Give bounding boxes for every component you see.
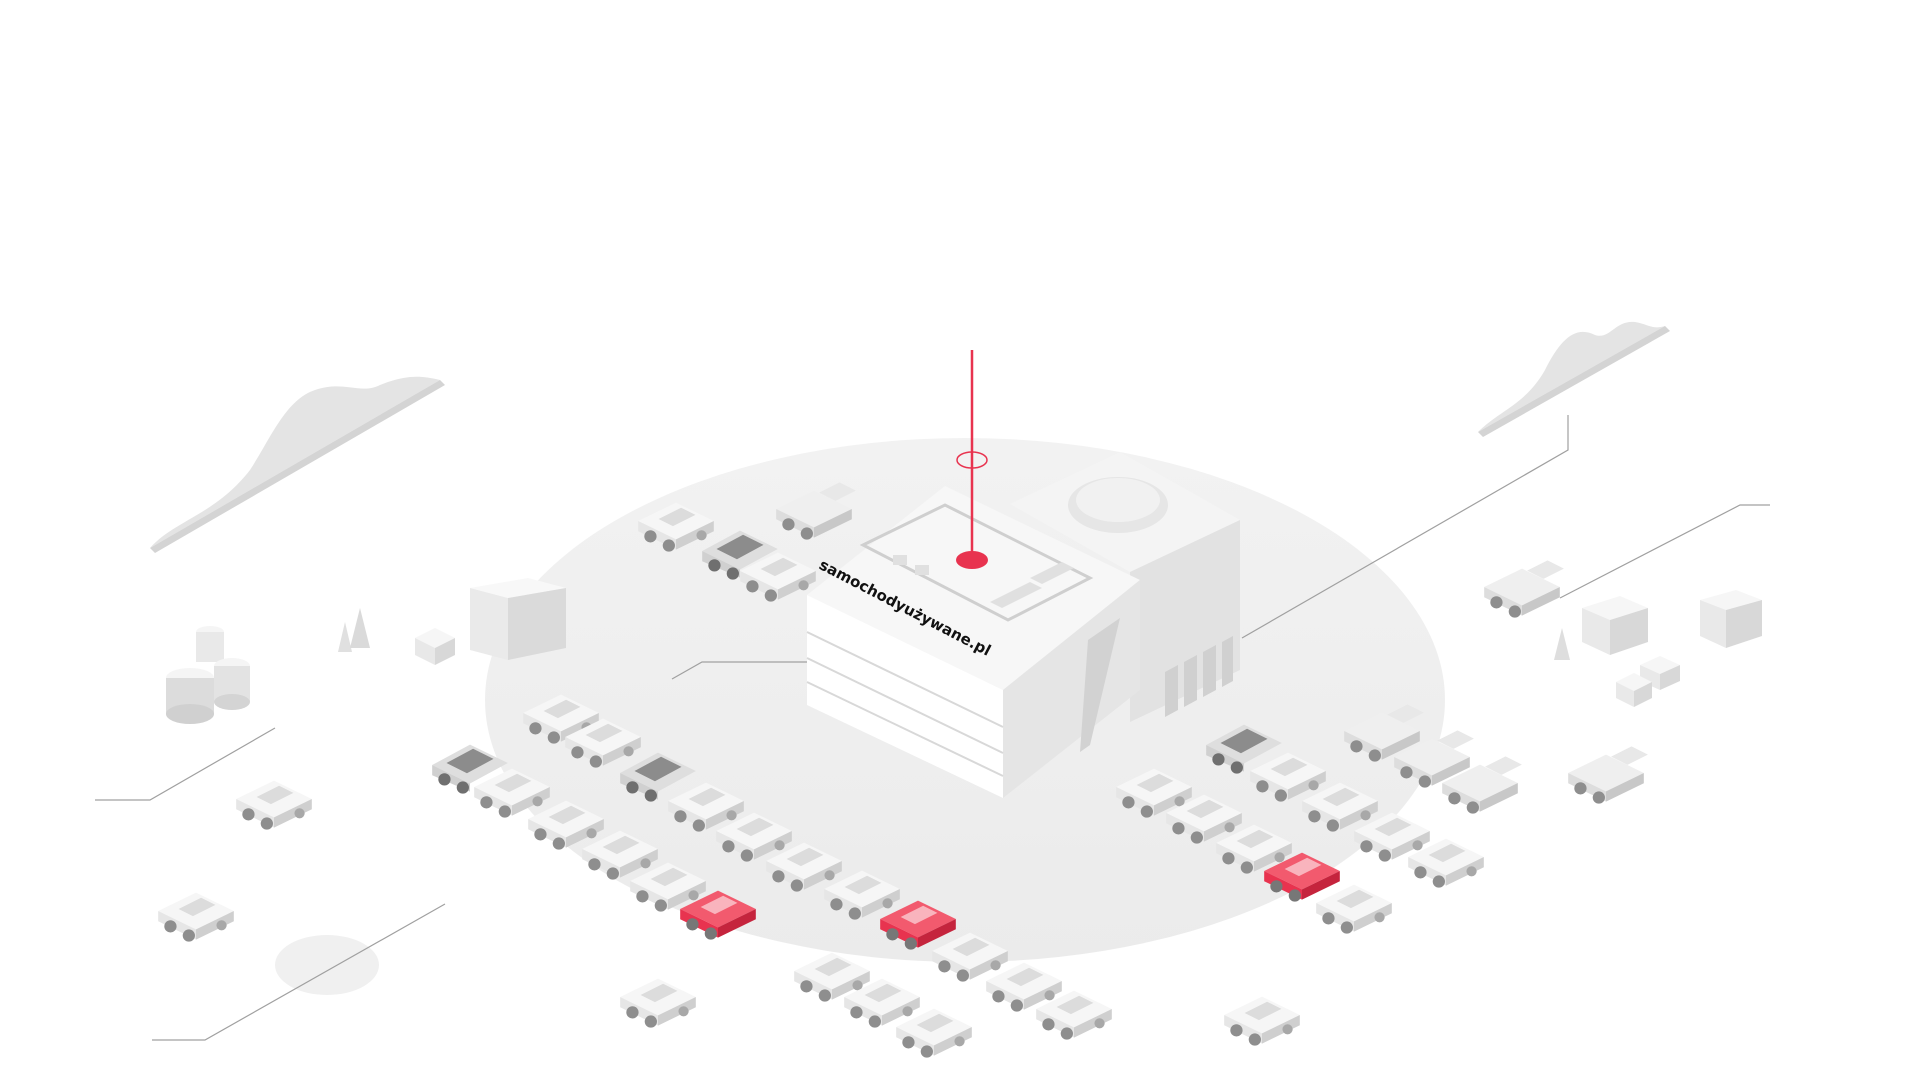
box-small-left [415,628,455,665]
boxes-right [1582,590,1762,707]
location-pin-icon [956,350,988,569]
tree-icon [338,608,1570,660]
dealership-building: samochodyużywane.pl [806,452,1240,798]
box-large-left [470,578,566,660]
connector-lines [95,415,1770,1041]
ground-shadow-small [275,935,379,995]
cloud-left-icon [150,376,445,553]
storage-tanks [166,626,250,724]
cloud-right-icon [1478,321,1670,437]
